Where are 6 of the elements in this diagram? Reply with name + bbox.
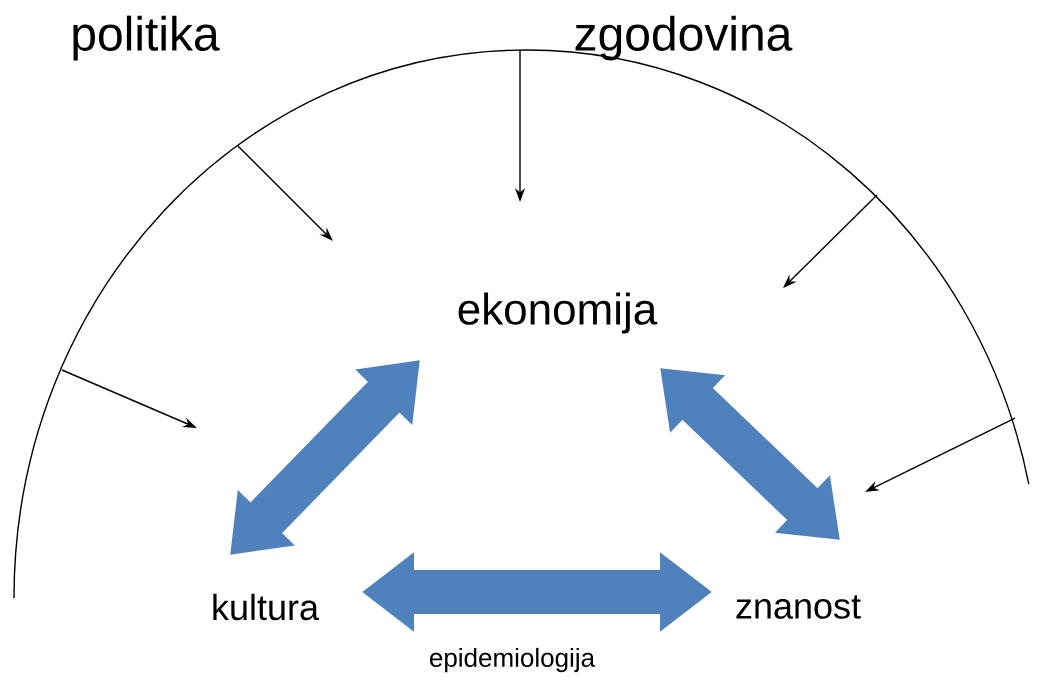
node-label: ekonomija (458, 292, 658, 334)
label: zgodovina (575, 15, 793, 61)
node-label: kultura (213, 593, 319, 621)
node-label: znanost (736, 595, 861, 619)
edge-label: epidemiologija (426, 645, 598, 675)
label: politika (73, 15, 220, 61)
